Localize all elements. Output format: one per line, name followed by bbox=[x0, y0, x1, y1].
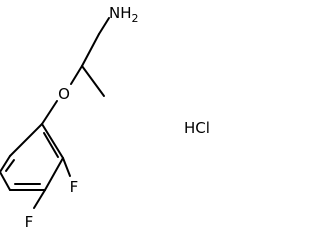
amine-subscript: 2 bbox=[132, 12, 139, 25]
fluorine-meta-label: F bbox=[70, 178, 79, 196]
ring-bond-6 bbox=[9, 123, 43, 157]
amine-symbol: NH bbox=[109, 4, 132, 22]
ring-bond-4 bbox=[0, 171, 11, 191]
ring-bond-2 bbox=[44, 157, 64, 191]
bond-ch-methyl bbox=[81, 65, 105, 97]
bond-o-ring bbox=[41, 100, 58, 125]
hcl-salt-label: HCl bbox=[184, 119, 210, 137]
ring-double-bond-3 bbox=[5, 159, 15, 172]
bond-ch2-ch bbox=[81, 33, 100, 67]
bond-ring-f-para bbox=[33, 189, 46, 209]
ring-bond-5 bbox=[0, 155, 11, 173]
bond-ch-o bbox=[70, 65, 83, 85]
fluorine-para-label: F bbox=[25, 213, 34, 231]
molecule-structure: NH2 O F F HCl bbox=[0, 4, 210, 231]
ether-oxygen-label: O bbox=[58, 85, 70, 103]
amine-label: NH2 bbox=[109, 4, 139, 25]
ring-bond-1 bbox=[41, 123, 64, 159]
bond-n-ch2 bbox=[98, 17, 110, 35]
bond-ring-f-meta bbox=[62, 157, 71, 177]
ring-double-bond-1 bbox=[43, 132, 59, 158]
